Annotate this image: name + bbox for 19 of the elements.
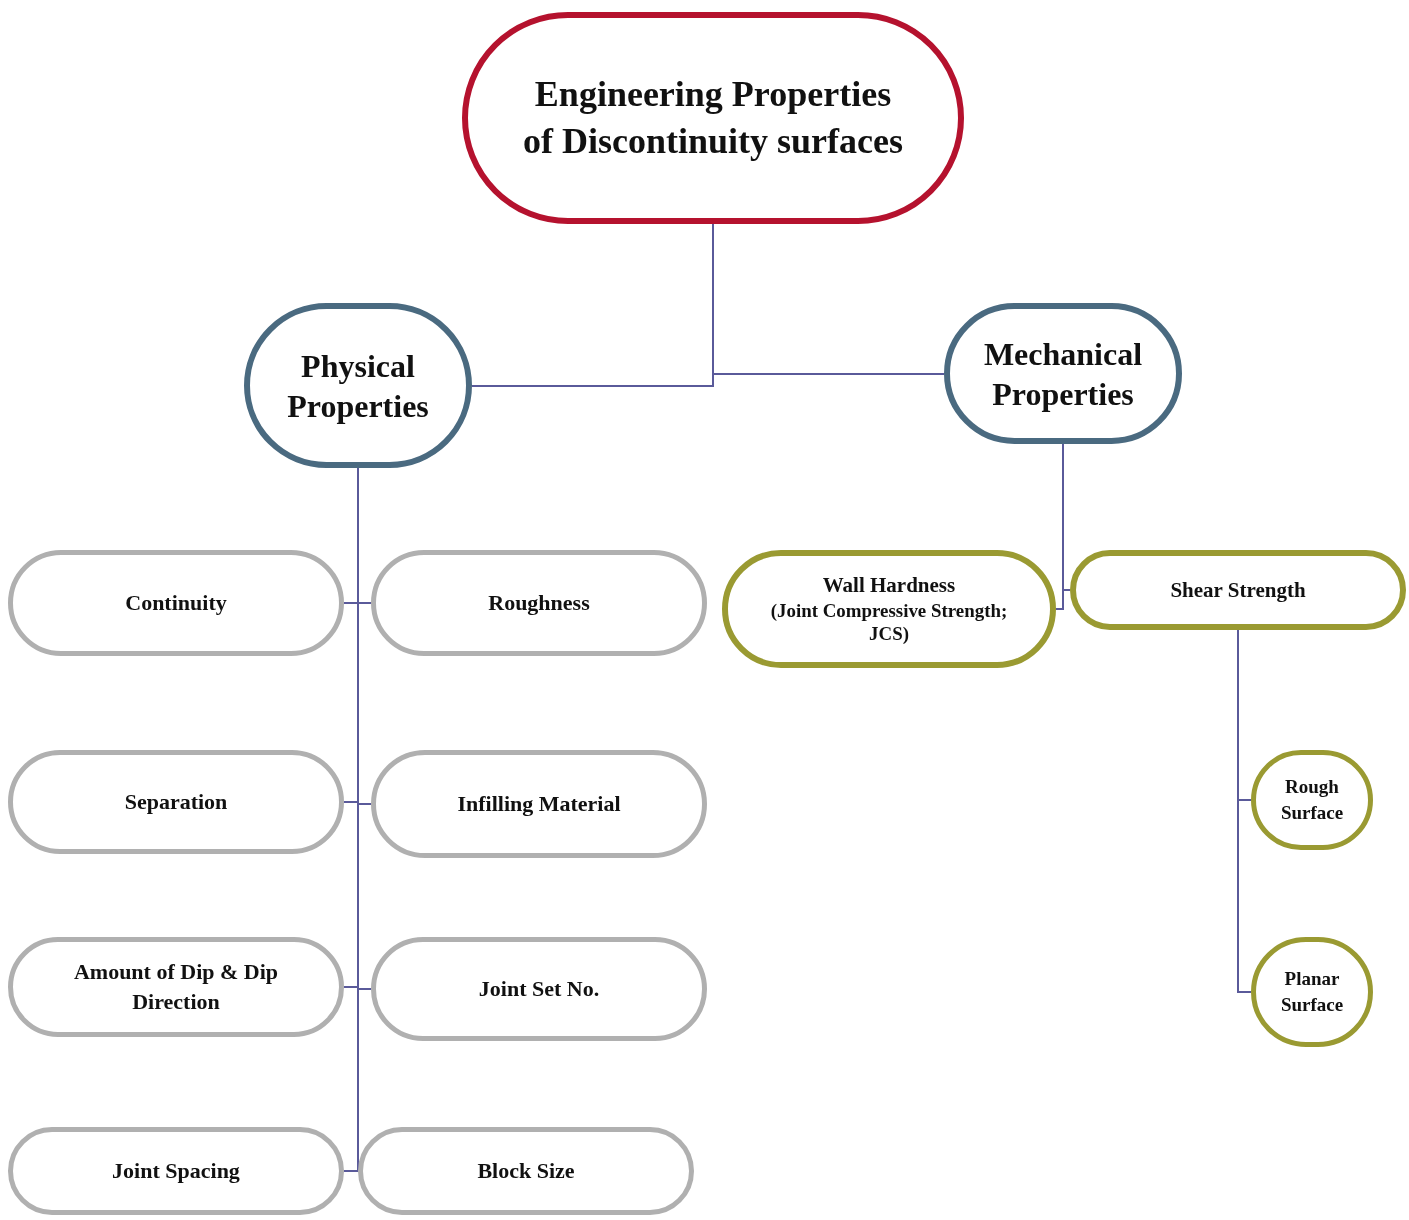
node-title: Continuity [125, 589, 227, 618]
node-title: Shear Strength [1170, 576, 1306, 604]
node-title: Roughness [488, 589, 590, 618]
property-node [358, 1127, 694, 1215]
connector-line [1062, 443, 1071, 591]
node-title: Separation [124, 788, 228, 817]
node-title: Block Size [477, 1157, 575, 1186]
connector-line [1237, 629, 1252, 993]
node-title: Joint Set No. [478, 975, 600, 1004]
node-subtitle: (Joint Compressive Strength; JCS) [769, 598, 1009, 646]
node-title: Amount of Dip & Dip Direction [72, 958, 280, 1016]
node-title: Engineering Properties of Discontinuity surfaces [522, 73, 904, 163]
node-title: Rough Surface [1280, 775, 1344, 825]
node-title: Mechanical Properties [983, 334, 1143, 414]
node-title: Joint Spacing [112, 1157, 240, 1186]
node-title: Infilling Material [457, 790, 621, 819]
node-title: Planar Surface [1280, 967, 1344, 1017]
node-title: Physical Properties [287, 346, 429, 426]
node-title: Wall Hardness [822, 572, 956, 599]
